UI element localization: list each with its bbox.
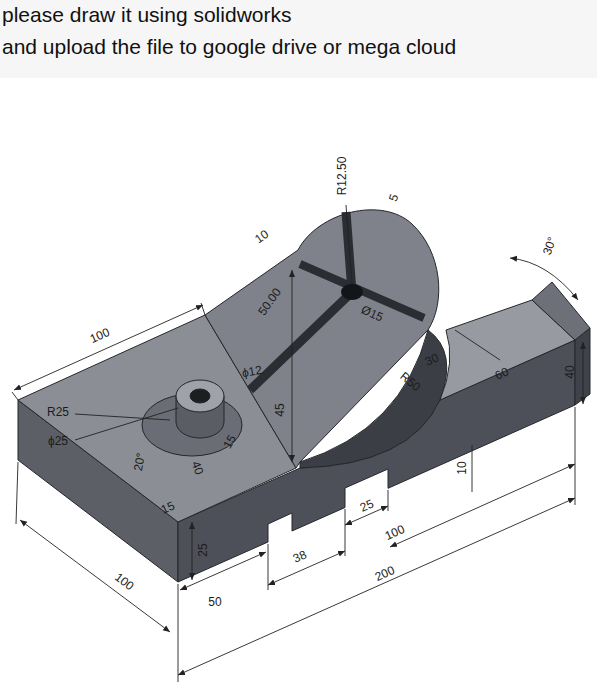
- dimension-label: R12.50: [336, 157, 349, 196]
- dimension-label: 200: [373, 564, 397, 584]
- dim-line: [292, 270, 293, 462]
- dimension-label: 50: [208, 596, 221, 609]
- header-text: and upload the file to google drive or m…: [2, 34, 456, 60]
- dim-line: [583, 342, 584, 404]
- extension-line: [575, 407, 576, 505]
- extension-line: [268, 509, 345, 590]
- dimension-label: 100: [383, 523, 407, 543]
- dimension-label: 100: [112, 571, 136, 593]
- extension-line: [16, 462, 178, 682]
- right-face: [575, 328, 590, 405]
- dimension-label: 5: [387, 193, 402, 204]
- dimension-label: 40: [564, 365, 577, 378]
- center-hole: [341, 284, 363, 300]
- dimension-label: 38: [291, 548, 308, 565]
- dim-line: [20, 520, 170, 632]
- concave-surface: [300, 330, 447, 468]
- dimension-label: 45: [274, 403, 287, 416]
- extension-line: [388, 490, 389, 511]
- dim-line: [472, 445, 473, 492]
- dimension-label: ϕ25: [48, 435, 68, 448]
- extension-line: [12, 303, 205, 400]
- dimension-label: 25: [358, 497, 375, 514]
- dim-line: [180, 552, 266, 590]
- dimension-label: 10: [253, 228, 271, 246]
- groove: [250, 212, 352, 390]
- chamfer-face: [532, 282, 590, 340]
- leader-line: [346, 205, 352, 284]
- dim-line: [390, 464, 575, 547]
- angle-arc: [510, 258, 578, 300]
- dim-line: [192, 522, 193, 580]
- leader-line: [75, 408, 178, 440]
- dimension-label: 30°: [541, 235, 559, 257]
- dimension-label: 25: [197, 543, 210, 556]
- header-text: please draw it using solidworks: [2, 2, 291, 28]
- leader-line: [455, 330, 500, 360]
- boss-hole: [190, 389, 210, 403]
- dim-line: [178, 498, 575, 675]
- dimension-label: R25: [47, 406, 69, 419]
- dim-line: [14, 305, 203, 390]
- boss-top: [176, 380, 224, 412]
- dimension-label: 10: [456, 461, 469, 474]
- dimension-label: 100: [88, 326, 112, 346]
